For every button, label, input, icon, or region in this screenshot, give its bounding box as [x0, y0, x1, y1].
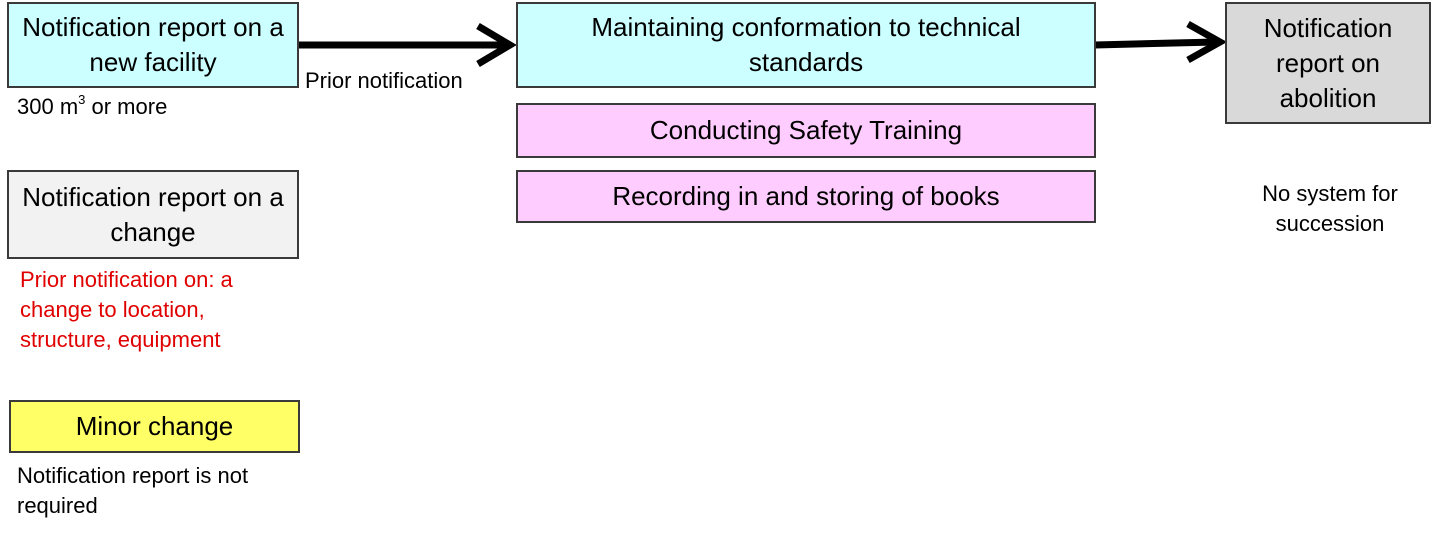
- prior-notification-label: Prior notification: [305, 68, 463, 93]
- node-change: Notification report on a change: [7, 170, 299, 259]
- node-change-text: Notification report on a change: [22, 181, 284, 247]
- arrow-new-facility-to-maintaining: [299, 22, 517, 68]
- node-minor-change-text: Minor change: [75, 411, 234, 441]
- node-recording-text: Recording in and storing of books: [612, 181, 1000, 211]
- node-recording: Recording in and storing of books: [516, 170, 1096, 223]
- node-maintaining: Maintaining conformation to technical st…: [516, 2, 1096, 88]
- minor-note-label: Notification report is not required: [17, 463, 249, 518]
- arrow-maintaining-to-abolition: [1094, 20, 1228, 64]
- node-abolition-text: Notification report on abolition: [1263, 12, 1393, 113]
- change-note-label: Prior notification on: a change to locat…: [20, 267, 233, 352]
- node-minor-change: Minor change: [9, 400, 300, 453]
- no-succession-label: No system for succession: [1262, 181, 1398, 236]
- node-new-facility: Notification report on a new facility: [7, 2, 299, 88]
- node-safety-training: Conducting Safety Training: [516, 103, 1096, 158]
- node-new-facility-text: Notification report on a new facility: [22, 12, 284, 77]
- node-safety-training-text: Conducting Safety Training: [649, 115, 963, 145]
- node-abolition: Notification report on abolition: [1225, 2, 1431, 124]
- volume-threshold-label: 300 m3 or more: [17, 91, 168, 119]
- node-maintaining-text: Maintaining conformation to technical st…: [591, 12, 1021, 77]
